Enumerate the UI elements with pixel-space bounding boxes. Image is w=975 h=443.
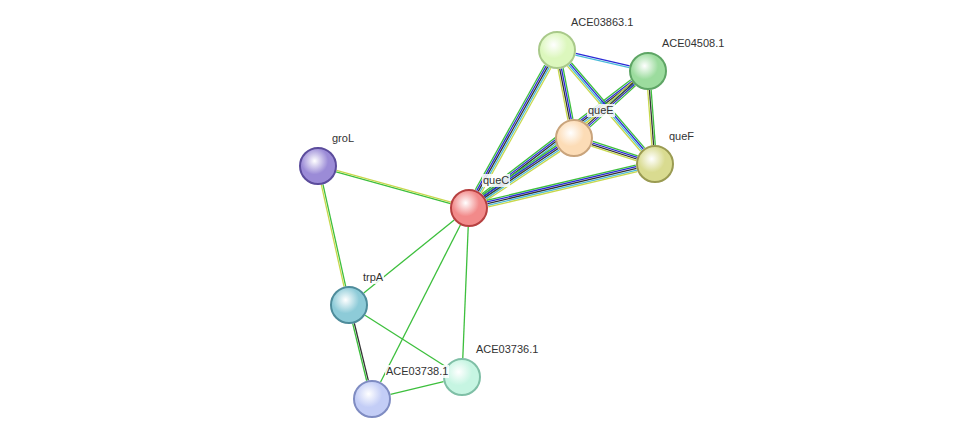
interaction-edge [482, 80, 635, 199]
interaction-edge [648, 90, 656, 145]
evidence-line [365, 315, 446, 367]
interaction-edge [353, 323, 369, 380]
node-label: trpA [362, 271, 384, 284]
evidence-line [560, 69, 570, 120]
evidence-line [381, 225, 461, 382]
node-label: ACE03863.1 [570, 16, 634, 29]
node-label: queE [587, 104, 615, 117]
interaction-edge [575, 53, 629, 67]
evidence-line [484, 147, 557, 196]
evidence-line [591, 146, 636, 160]
evidence-line [390, 382, 443, 395]
protein-node: queC [450, 189, 488, 227]
protein-node: ACE03863.1 [538, 31, 576, 69]
evidence-line [588, 83, 634, 124]
evidence-line [575, 55, 629, 67]
node-label: queF [668, 130, 695, 143]
evidence-line [648, 90, 652, 145]
protein-node: groL [299, 147, 337, 185]
evidence-line [592, 143, 637, 157]
protein-node: queE [555, 119, 593, 157]
node-label: ACE03738.1 [385, 365, 449, 378]
interaction-edge [381, 225, 461, 382]
interaction-edge [591, 141, 637, 160]
interaction-edge [365, 315, 446, 367]
evidence-line [475, 65, 545, 190]
node-label: ACE03736.1 [475, 343, 539, 356]
evidence-line [323, 184, 346, 286]
evidence-line [558, 69, 568, 120]
evidence-line [592, 145, 637, 159]
evidence-line [483, 146, 556, 195]
node-label: queC [482, 174, 510, 187]
evidence-line [353, 324, 367, 381]
evidence-line [354, 323, 368, 380]
protein-node: queF [636, 145, 674, 183]
node-label: ACE04508.1 [661, 37, 725, 50]
interaction-edge [336, 170, 451, 203]
protein-node: ACE03738.1 [353, 380, 391, 418]
evidence-line [321, 185, 344, 287]
interaction-edge [321, 184, 345, 286]
interaction-edge [586, 82, 635, 127]
evidence-line [586, 82, 632, 123]
evidence-line [337, 170, 451, 202]
interaction-edge [390, 382, 443, 395]
evidence-line [336, 172, 450, 204]
evidence-line [488, 172, 637, 207]
protein-node: trpA [330, 286, 368, 324]
protein-node: ACE04508.1 [629, 52, 667, 90]
evidence-line [463, 227, 468, 358]
evidence-line [576, 53, 630, 65]
interaction-edge [463, 227, 468, 358]
node-label: groL [331, 132, 355, 145]
interaction-edge [558, 68, 573, 120]
